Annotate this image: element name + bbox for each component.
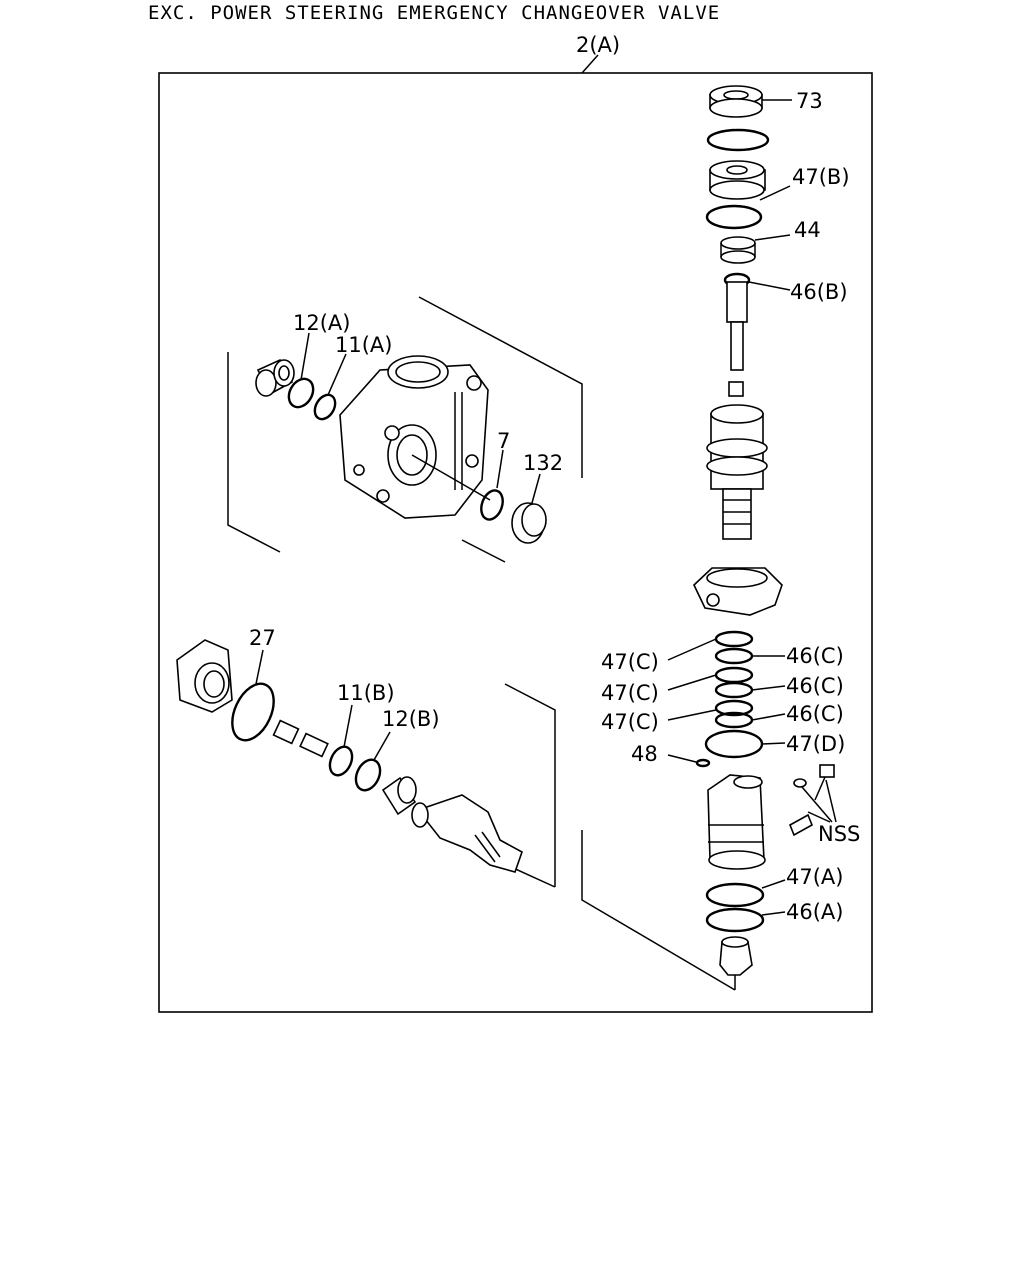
ring-47c-1	[714, 630, 754, 648]
ring-12b	[354, 758, 382, 792]
bolt-part	[788, 764, 835, 837]
bearing-b-part	[381, 776, 417, 816]
label-11b: 11(B)	[337, 681, 395, 705]
cover-part	[176, 639, 233, 713]
ring-46a	[705, 907, 765, 933]
housing-group	[227, 296, 583, 563]
ring-47d	[704, 729, 764, 759]
label-12a: 12(A)	[293, 311, 350, 335]
washer-48	[695, 758, 711, 768]
end-plug-part	[719, 936, 753, 976]
pinion-shaft-part	[411, 794, 523, 873]
rotary-valve-part	[706, 404, 768, 540]
label-46c-3: 46(C)	[786, 702, 844, 726]
shaft-group	[176, 639, 556, 888]
diagram-frame	[158, 72, 873, 1013]
ring-46c-1	[714, 647, 754, 665]
ring-47b	[705, 204, 763, 230]
label-46c-2: 46(C)	[786, 674, 844, 698]
ring-47c-3	[714, 699, 754, 717]
label-46a: 46(A)	[786, 900, 843, 924]
valve-stack	[581, 85, 837, 991]
bearing-44-part	[720, 236, 756, 264]
adjuster-part	[272, 719, 329, 758]
label-44: 44	[794, 218, 821, 242]
label-nss: NSS	[818, 822, 860, 846]
ring-27	[231, 682, 275, 742]
top-cover-part	[709, 160, 766, 200]
ring-46c-2	[714, 681, 754, 699]
ring-47c-2	[714, 666, 754, 684]
valve-body-part	[693, 567, 783, 616]
label-73: 73	[796, 89, 823, 113]
label-46c-1: 46(C)	[786, 644, 844, 668]
ring-12a	[287, 377, 315, 409]
label-2a: 2(A)	[576, 33, 620, 57]
label-47c-1: 47(C)	[601, 650, 659, 674]
label-47a: 47(A)	[786, 865, 843, 889]
lower-body-part	[707, 774, 766, 870]
ring-11a	[313, 393, 337, 421]
label-12b: 12(B)	[382, 707, 440, 731]
input-shaft-part	[726, 281, 748, 397]
plug-73-part	[709, 85, 763, 118]
label-47c-3: 47(C)	[601, 710, 659, 734]
label-27: 27	[249, 626, 276, 650]
ring-11b	[328, 745, 354, 777]
label-47d: 47(D)	[786, 732, 845, 756]
label-132: 132	[523, 451, 563, 475]
needle-bearing-part	[255, 358, 295, 397]
ring-47a	[705, 882, 765, 908]
label-48: 48	[631, 742, 658, 766]
cap-132-part	[511, 502, 547, 544]
label-47b: 47(B)	[792, 165, 850, 189]
label-11a: 11(A)	[335, 333, 392, 357]
steering-housing-part	[339, 355, 489, 519]
oring-upper	[706, 128, 770, 152]
label-7: 7	[497, 429, 510, 453]
ring-7	[480, 489, 504, 521]
page-title: EXC. POWER STEERING EMERGENCY CHANGEOVER…	[148, 2, 721, 24]
label-47c-2: 47(C)	[601, 681, 659, 705]
label-46b: 46(B)	[790, 280, 848, 304]
